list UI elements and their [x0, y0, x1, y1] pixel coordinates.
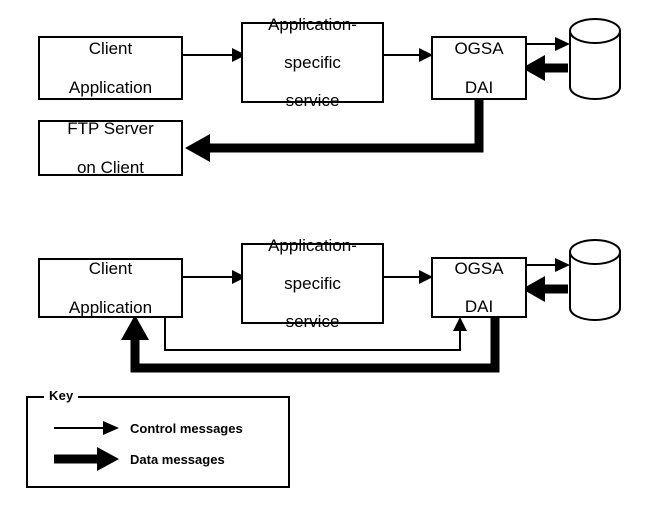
node-label-line: specific [284, 52, 341, 72]
key-legend-label-control: Control messages [130, 421, 243, 436]
node-label-line: Client [88, 39, 133, 59]
edge-database-to-ogsa-bottom [522, 276, 568, 302]
node-label-line: on Client [76, 157, 145, 177]
node-ftp-server-on-client[interactable]: FTP Server on Client [38, 119, 183, 177]
node-label-line: service [285, 312, 340, 332]
node-ogsa-dai-bottom[interactable]: OGSA DAI [431, 257, 527, 318]
edge-client-to-ogsa-feedback-bottom [164, 317, 467, 351]
node-label-line: specific [284, 273, 341, 293]
legend-thick-arrow-icon [54, 447, 119, 471]
key-legend-title: Key [44, 388, 79, 403]
key-legend-label-data: Data messages [130, 452, 225, 467]
node-label-line: Application [68, 77, 153, 97]
edge-service-to-ogsa-bottom [384, 270, 433, 284]
node-label-line: OGSA [454, 39, 504, 59]
node-label-line: FTP Server [67, 119, 154, 139]
node-label-line: DAI [464, 77, 494, 97]
node-client-application-top[interactable]: Client Application [38, 36, 183, 100]
database-cylinder-icon-bottom[interactable] [569, 239, 621, 321]
node-label-line: DAI [464, 297, 494, 317]
legend-thin-arrow-icon [54, 421, 119, 435]
edge-client-to-service-top [183, 48, 246, 62]
node-client-application-bottom[interactable]: Client Application [38, 258, 183, 318]
edge-ogsa-to-client-bottom [121, 315, 500, 373]
edge-ogsa-to-ftp-top [185, 98, 484, 162]
node-application-specific-service-bottom[interactable]: Application- specific service [241, 236, 384, 331]
edge-service-to-ogsa-top [384, 48, 433, 62]
edge-database-to-ogsa-top [522, 55, 568, 81]
node-label-line: Client [88, 259, 133, 279]
node-label-line: Application [68, 297, 153, 317]
node-label-line: OGSA [454, 258, 504, 278]
node-ogsa-dai-top[interactable]: OGSA DAI [431, 36, 527, 100]
key-legend-box [26, 396, 290, 488]
edge-ogsa-to-database-bottom [527, 258, 570, 272]
edge-client-to-service-bottom [183, 270, 246, 284]
node-label-line: Application- [268, 14, 357, 34]
node-application-specific-service-top[interactable]: Application- specific service [241, 15, 384, 110]
node-label-line: Application- [268, 235, 357, 255]
edge-ogsa-to-database-top [527, 37, 570, 51]
node-label-line: service [285, 91, 340, 111]
database-cylinder-icon-top[interactable] [569, 18, 621, 100]
